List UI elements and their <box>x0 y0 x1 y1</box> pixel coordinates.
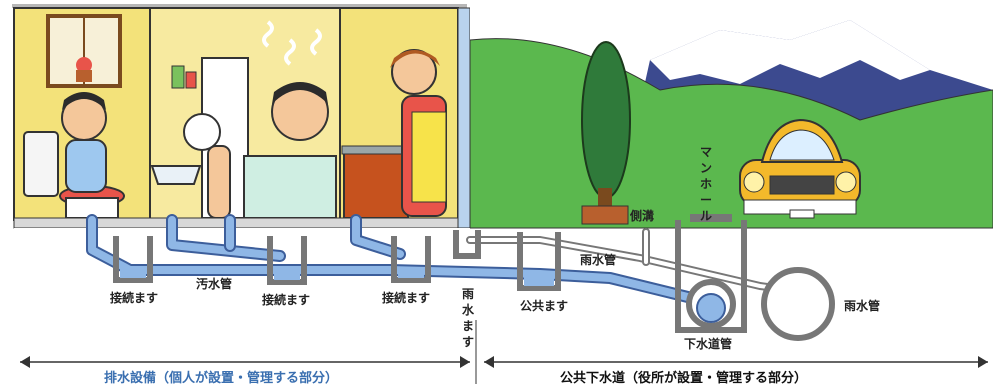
label-manhole-1: マ <box>700 145 712 159</box>
underground <box>14 228 993 348</box>
manhole-shaft <box>675 220 747 333</box>
bathtub <box>243 155 337 219</box>
label-manhole-5: ル <box>700 209 712 223</box>
label-manhole-3: ホ <box>700 177 712 191</box>
label-rain-box-1: 雨 <box>462 287 474 301</box>
label-public-box: 公共ます <box>520 298 568 313</box>
label-sewage-pipe: 汚水管 <box>196 276 232 291</box>
label-connection-box-2: 接続ます <box>262 292 310 307</box>
label-rain-box-2: 水 <box>462 302 475 317</box>
range-indicators <box>20 320 988 384</box>
outdoor-scene <box>469 4 993 230</box>
label-rain-box-3: ま <box>462 319 474 333</box>
steam-icon <box>262 20 274 48</box>
label-manhole-2: ン <box>700 161 712 175</box>
wash-basin <box>150 165 202 185</box>
toilet-tank <box>23 131 59 197</box>
label-side-ditch: 側溝 <box>629 208 654 223</box>
label-manhole-4: ー <box>700 193 712 207</box>
tree-icon <box>581 41 631 199</box>
planter <box>581 205 629 225</box>
house-top-frame <box>12 4 467 8</box>
sewage-pipe <box>88 216 704 304</box>
label-rain-pipe-right: 雨水管 <box>844 298 880 313</box>
flower-pot-icon <box>76 57 92 73</box>
house-interior <box>12 4 471 229</box>
shampoo-child-head <box>183 113 221 151</box>
label-connection-box-3: 接続ます <box>382 290 430 305</box>
right-arrow-icon <box>978 356 988 368</box>
house-wall <box>457 7 471 229</box>
rain-main-pipe <box>761 267 835 341</box>
right-range-start-arrow-icon <box>484 356 494 368</box>
mother-head <box>391 49 437 95</box>
pipe-network <box>86 214 794 306</box>
kitchen-counter <box>343 151 409 219</box>
right-range-label: 公共下水道（役所が設置・管理する部分） <box>560 370 807 386</box>
label-rain-box-4: す <box>462 335 474 349</box>
label-connection-box-1: 接続ます <box>110 290 158 305</box>
left-range-label: 排水設備（個人が設置・管理する部分） <box>104 370 338 386</box>
house-floor <box>13 217 461 229</box>
label-rain-pipe-upper: 雨水管 <box>580 252 616 267</box>
child-body <box>65 139 107 193</box>
label-sewer-main: 下水道管 <box>684 336 732 351</box>
connection-boxes <box>113 214 835 341</box>
left-range-end-arrow-icon <box>460 356 470 368</box>
left-arrow-icon <box>20 356 30 368</box>
